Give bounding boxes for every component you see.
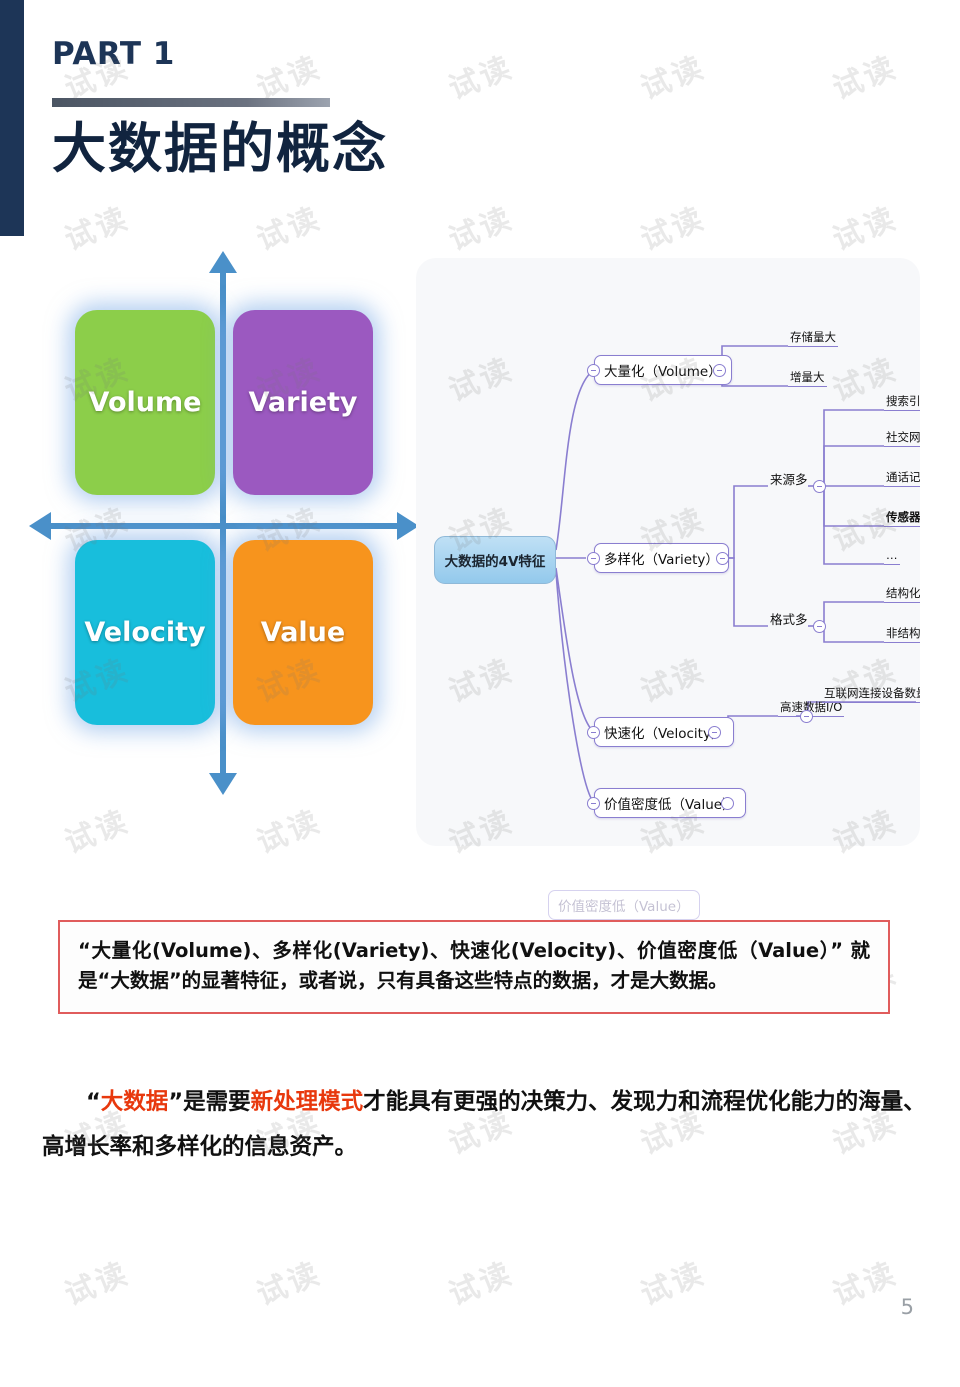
page-number: 5 xyxy=(900,1295,914,1319)
mindmap-node-many-sources: 来源多 xyxy=(770,471,808,487)
arrow-up-icon xyxy=(209,251,237,273)
mindmap-leaf-growth-volume: 增量大 xyxy=(788,368,827,387)
mindmap-collapse-dot-sources[interactable] xyxy=(813,480,826,493)
mindmap-node-variety: 多样化（Variety） xyxy=(594,543,729,573)
mindmap-connector-dot[interactable] xyxy=(587,364,600,377)
watermark-text: 试读 xyxy=(828,1256,903,1314)
arrow-right-icon xyxy=(397,512,419,540)
mindmap-collapse-dot-volume[interactable] xyxy=(713,364,726,377)
mindmap-endpoint-dot-value[interactable] xyxy=(721,797,734,810)
mindmap-collapse-dot-io[interactable] xyxy=(800,710,813,723)
mindmap-leaf-iot-device-growth: 互联网连接设备数量增长 xyxy=(822,684,920,703)
arrow-left-icon xyxy=(29,512,51,540)
highlight-big-data: 大数据 xyxy=(100,1089,169,1115)
mindmap-ghost-node-value: 价值密度低（Value） xyxy=(548,890,700,920)
mindmap-collapse-dot-velocity[interactable] xyxy=(708,726,721,739)
mindmap-leaf-sensor: 传感器 xyxy=(884,508,920,527)
highlight-new-processing-model: 新处理模式 xyxy=(250,1089,364,1115)
quote-open: “ xyxy=(86,1089,101,1115)
mindmap-leaf-ellipsis: … xyxy=(884,546,900,565)
vertical-axis xyxy=(220,263,226,788)
title-divider xyxy=(52,98,330,107)
mindmap-connector-dot[interactable] xyxy=(587,552,600,565)
mindmap-root-node: 大数据的4V特征 xyxy=(434,536,556,584)
mindmap-panel: 大数据的4V特征 大量化（Volume） 存储量大 增量大 多样化（Variet… xyxy=(416,258,920,846)
mindmap-leaf-call-records: 通话记录 xyxy=(884,468,920,487)
mindmap-leaf-social-network: 社交网络 xyxy=(884,428,920,447)
paragraph-segment-1: ”是需要 xyxy=(168,1089,251,1115)
mindmap-leaf-unstructured-data: 非结构化的数据 xyxy=(884,624,920,643)
watermark-text: 试读 xyxy=(444,1256,519,1314)
page-title: 大数据的概念 xyxy=(52,117,388,180)
mindmap-connector-dot[interactable] xyxy=(587,726,600,739)
mindmap-node-volume: 大量化（Volume） xyxy=(594,355,732,385)
mindmap-leaf-search-engine: 搜索引擎 xyxy=(884,392,920,411)
part-label: PART 1 xyxy=(52,36,175,72)
mindmap-collapse-dot-formats[interactable] xyxy=(813,620,826,633)
quadrant-card-value: Value xyxy=(233,540,373,725)
quadrant-card-velocity: Velocity xyxy=(75,540,215,725)
watermark-text: 试读 xyxy=(636,1256,711,1314)
definition-paragraph: “大数据”是需要新处理模式才能具有更强的决策力、发现力和流程优化能力的海量、高增… xyxy=(42,1080,930,1170)
watermark-text: 试读 xyxy=(828,50,903,108)
mindmap-leaf-structured-data: 结构化的数据 xyxy=(884,584,920,603)
four-v-quadrant-diagram: Volume Variety Velocity Value xyxy=(29,251,419,800)
quadrant-card-variety: Variety xyxy=(233,310,373,495)
mindmap-node-many-formats: 格式多 xyxy=(770,611,808,627)
arrow-down-icon xyxy=(209,773,237,795)
key-point-callout-box: “大量化(Volume)、多样化(Variety)、快速化(Velocity)、… xyxy=(58,920,890,1015)
watermark-text: 试读 xyxy=(636,50,711,108)
watermark-text: 试读 xyxy=(60,1256,135,1314)
sidebar-accent-bar xyxy=(0,0,24,236)
mindmap-collapse-dot-variety[interactable] xyxy=(716,552,729,565)
paragraph-segment-2: 才能具有更强的决策力、发现力和流程优化能力的海量、高增长率和多样化的信息资产。 xyxy=(42,1089,926,1160)
watermark-text: 试读 xyxy=(252,1256,327,1314)
callout-text: “大量化(Volume)、多样化(Variety)、快速化(Velocity)、… xyxy=(78,939,870,993)
mindmap-node-value: 价值密度低（Value） xyxy=(594,788,746,818)
mindmap-leaf-storage-volume: 存储量大 xyxy=(788,328,838,347)
horizontal-axis xyxy=(43,523,411,529)
quadrant-card-volume: Volume xyxy=(75,310,215,495)
mindmap-connector-dot[interactable] xyxy=(587,797,600,810)
watermark-text: 试读 xyxy=(444,50,519,108)
